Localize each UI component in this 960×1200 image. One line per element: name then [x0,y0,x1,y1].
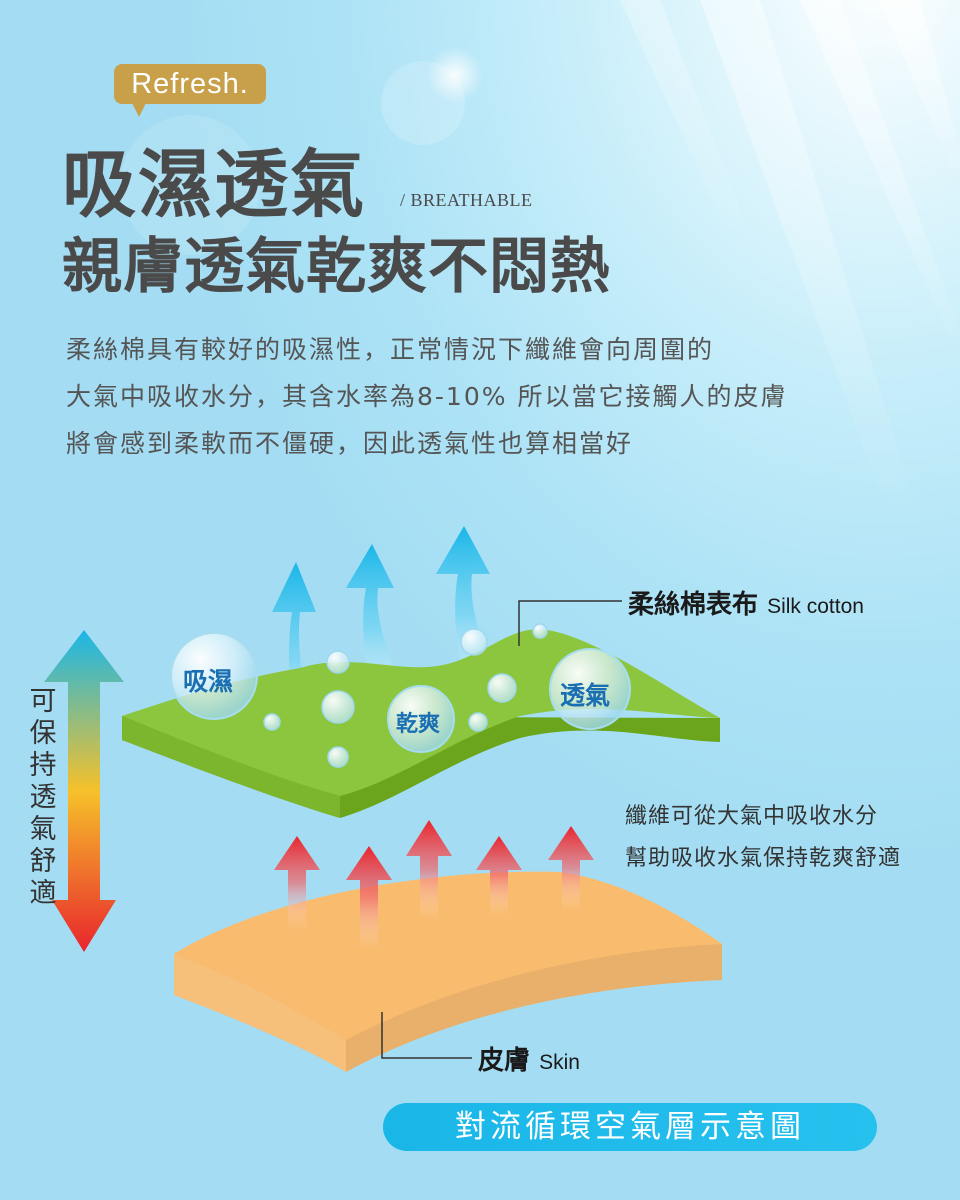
bubble-label-absorb: 吸濕 [183,667,234,696]
bubble-label-dry: 乾爽 [396,712,441,737]
blue-arrow-2 [346,544,408,700]
red-arrow-1 [274,836,320,930]
side-double-arrow [44,630,124,952]
bubble-dry [387,685,455,753]
fiber-note-line: 幫助吸收水氣保持乾爽舒適 [625,846,902,871]
headline: 親膚透氣乾爽不悶熱 [62,232,611,302]
description: 柔絲棉具有較好的吸濕性，正常情況下纖維會向周圍的 大氣中吸收水分，其含水率為8-… [66,326,926,467]
skin-label-en: Skin [539,1051,580,1074]
water-droplets [263,623,548,768]
red-arrow-4 [476,836,522,915]
silk-cotton-label-en: Silk cotton [767,595,864,618]
silk-cotton-label-zh: 柔絲棉表布 [628,590,759,620]
skin-layer [174,871,722,1072]
title-english: / BREATHABLE [400,190,533,210]
skin-label: 皮膚 Skin [478,1040,580,1077]
bubble-breathe [549,648,631,730]
bubble-absorb [170,632,258,720]
description-line: 將會感到柔軟而不僵硬，因此透氣性也算相當好 [66,429,634,458]
fiber-note: 纖維可從大氣中吸收水分 幫助吸收水氣保持乾爽舒適 [625,796,901,880]
skin-leader-line [381,1012,472,1059]
side-vertical-text: 可保持透氣舒適 [29,686,57,909]
badge-tail [132,103,146,117]
red-arrow-5 [548,826,594,910]
bubble-label-breathe: 透氣 [560,681,611,710]
red-arrow-2 [346,846,392,950]
red-arrow-3 [406,820,452,920]
blue-arrow-1 [272,562,318,740]
diagram-caption: 對流循環空氣層示意圖 [383,1103,877,1151]
description-line: 柔絲棉具有較好的吸濕性，正常情況下纖維會向周圍的 [66,335,715,364]
description-line: 大氣中吸收水分，其含水率為8-10% 所以當它接觸人的皮膚 [66,382,788,411]
page-title: 吸濕透氣 [62,142,366,228]
skin-label-zh: 皮膚 [478,1046,531,1076]
refresh-badge: Refresh. [114,64,266,104]
silk-cotton-label: 柔絲棉表布 Silk cotton [628,584,864,621]
fiber-note-line: 纖維可從大氣中吸收水分 [625,804,879,829]
silk-leader-line [518,600,622,646]
